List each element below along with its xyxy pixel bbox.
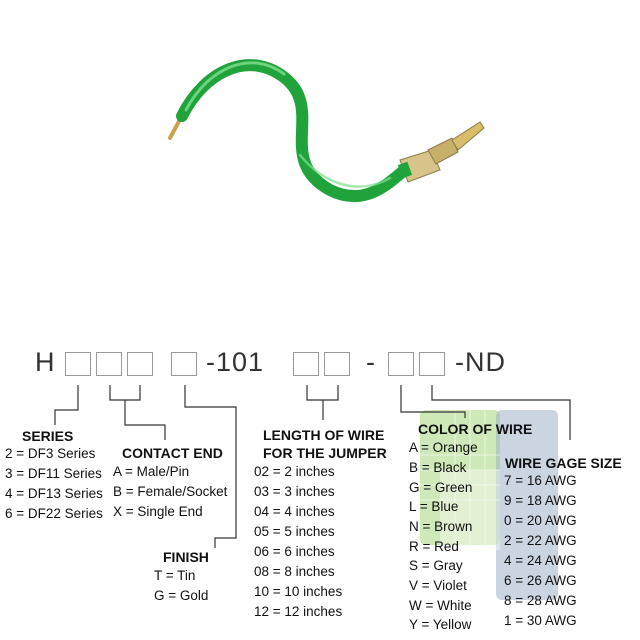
- gage-item: 7 = 16 AWG: [504, 473, 577, 488]
- length-box-2: [324, 352, 350, 376]
- gage-box: [419, 352, 445, 376]
- crimp-contact-icon: [397, 121, 485, 183]
- finish-title: FINISH: [163, 549, 209, 565]
- series-item: 4 = DF13 Series: [5, 486, 103, 501]
- contact-end-item: X = Single End: [113, 504, 203, 519]
- gage-item: 0 = 20 AWG: [504, 513, 577, 528]
- color-item: Y = Yellow: [409, 617, 472, 632]
- length-item: 08 = 8 inches: [254, 564, 335, 579]
- color-box: [388, 352, 414, 376]
- gage-item: 6 = 26 AWG: [504, 573, 577, 588]
- color-item: B = Black: [409, 460, 467, 475]
- gage-title: WIRE GAGE SIZE: [505, 455, 622, 471]
- series-box: [65, 352, 91, 376]
- color-item: V = Violet: [409, 578, 467, 593]
- series-item: 2 = DF3 Series: [5, 446, 96, 461]
- length-title-line1: LENGTH OF WIRE: [263, 427, 385, 443]
- length-item: 05 = 5 inches: [254, 524, 335, 539]
- part-dash: -: [366, 347, 376, 377]
- finish-box: [171, 352, 197, 376]
- gage-item: 1 = 30 AWG: [504, 613, 577, 628]
- contact-end-item: B = Female/Socket: [113, 484, 228, 499]
- contact-end-box-1: [96, 352, 122, 376]
- length-item: 10 = 10 inches: [254, 584, 343, 599]
- gage-item: 2 = 22 AWG: [504, 533, 577, 548]
- color-item: N = Brown: [409, 519, 473, 534]
- series-title: SERIES: [22, 428, 74, 444]
- part-suffix: -ND: [455, 347, 506, 377]
- length-title-line2: FOR THE JUMPER: [263, 445, 387, 461]
- length-item: 02 = 2 inches: [254, 464, 335, 479]
- color-item: A = Orange: [409, 440, 478, 455]
- contact-end-item: A = Male/Pin: [113, 464, 190, 479]
- color-item: G = Green: [409, 480, 473, 495]
- length-item: 03 = 3 inches: [254, 484, 335, 499]
- gage-item: 8 = 28 AWG: [504, 593, 577, 608]
- part-prefix: H: [35, 347, 56, 377]
- part-mid: -101: [206, 347, 265, 377]
- gage-item: 4 = 24 AWG: [504, 553, 577, 568]
- color-item: W = White: [409, 598, 472, 613]
- series-item: 6 = DF22 Series: [5, 506, 103, 521]
- contact-end-title: CONTACT END: [122, 445, 223, 461]
- color-item: S = Gray: [409, 558, 463, 573]
- finish-item: T = Tin: [154, 568, 196, 583]
- contact-end-box-2: [127, 352, 153, 376]
- color-item: L = Blue: [409, 499, 459, 514]
- color-title: COLOR OF WIRE: [418, 421, 533, 437]
- color-item: R = Red: [409, 539, 459, 554]
- length-item: 06 = 6 inches: [254, 544, 335, 559]
- gage-item: 9 = 18 AWG: [504, 493, 577, 508]
- finish-item: G = Gold: [154, 588, 209, 603]
- series-item: 3 = DF11 Series: [5, 466, 102, 481]
- length-box-1: [293, 352, 319, 376]
- length-item: 12 = 12 inches: [254, 604, 343, 619]
- length-item: 04 = 4 inches: [254, 504, 335, 519]
